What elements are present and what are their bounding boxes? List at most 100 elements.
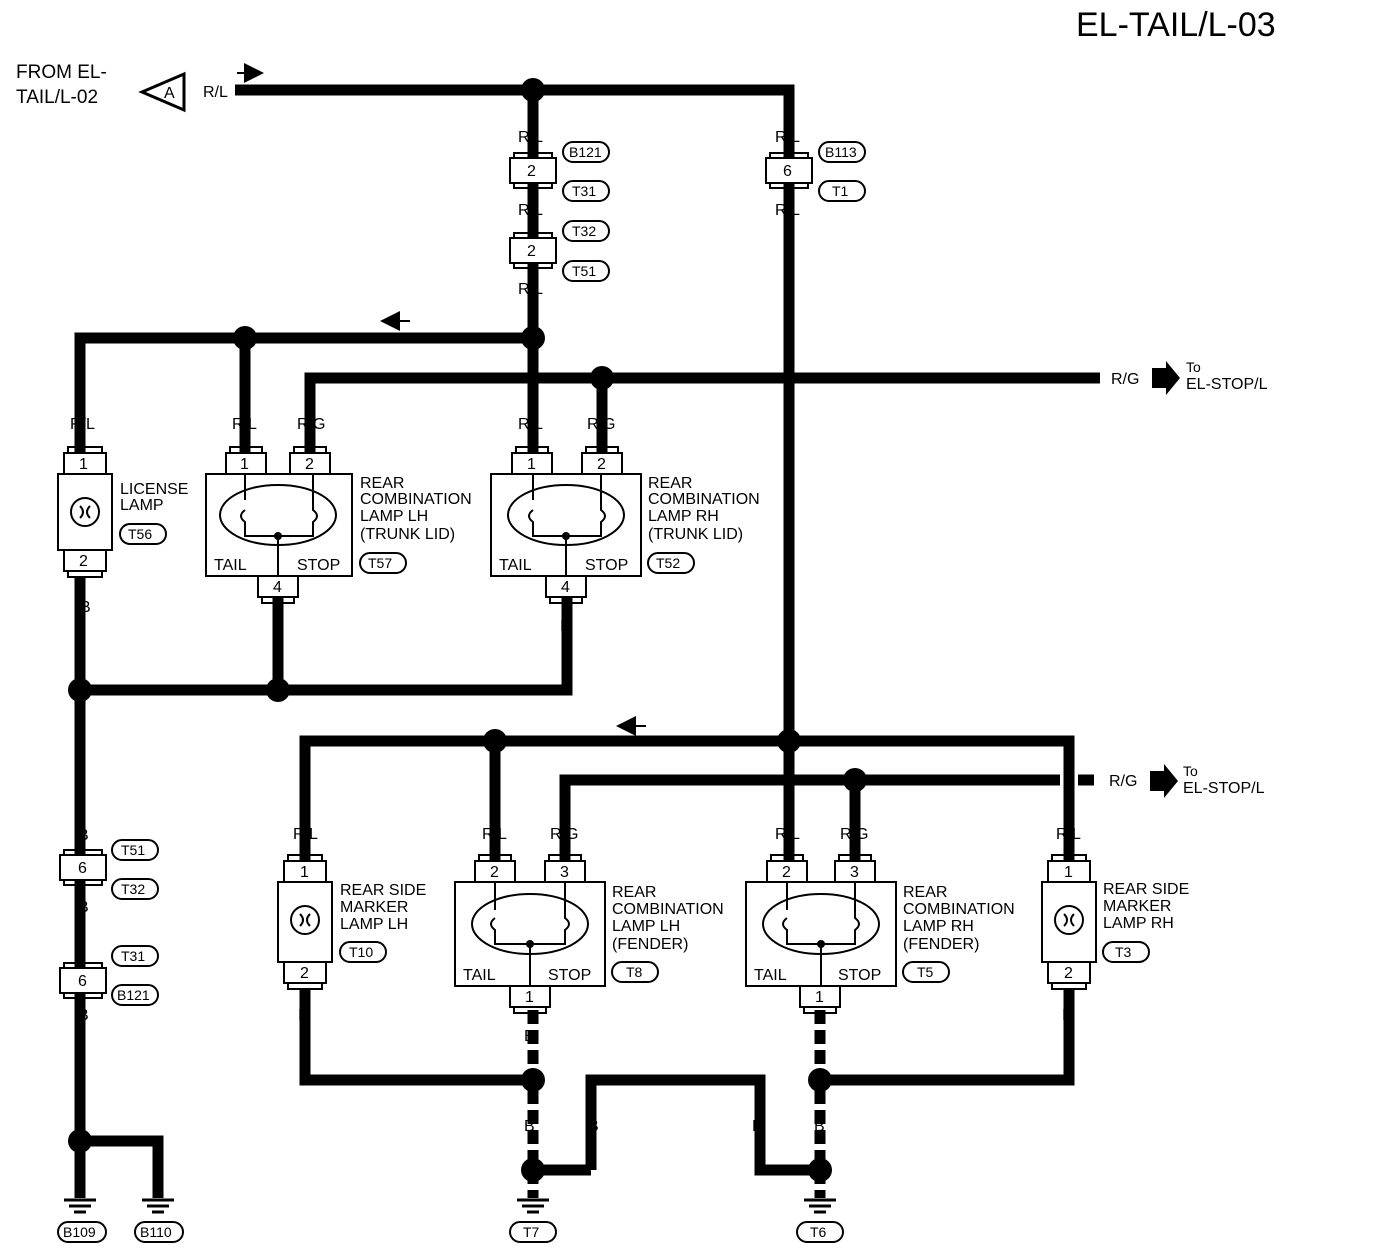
ground-tag-b109: B109 bbox=[57, 1221, 107, 1243]
connector-t51-t32: 6 bbox=[59, 849, 107, 886]
component-label: LAMP bbox=[120, 497, 164, 514]
wire-label: R/L bbox=[518, 416, 543, 433]
ground-icon bbox=[64, 1198, 96, 1214]
rsm-lamp-lh: 1 2 bbox=[277, 854, 333, 990]
pin-number: 2 bbox=[1064, 965, 1073, 982]
connector-t31-b121: 6 bbox=[59, 962, 107, 999]
connector-code: T57 bbox=[368, 555, 392, 571]
wire-label: R/G bbox=[587, 416, 615, 433]
component-label: LICENSE bbox=[120, 481, 188, 498]
bulb-icon bbox=[1054, 905, 1084, 935]
wire-label: R/L bbox=[518, 281, 543, 298]
connector-tag-t3: T3 bbox=[1102, 941, 1150, 963]
connector-code: T52 bbox=[656, 555, 680, 571]
wire-label: B bbox=[524, 1118, 535, 1135]
ground-icon bbox=[517, 1198, 549, 1214]
connector-code: T51 bbox=[572, 263, 596, 279]
ground-tag-t7: T7 bbox=[509, 1221, 557, 1243]
from-label-line2: TAIL/L-02 bbox=[16, 87, 98, 108]
to-arrow-icon bbox=[1152, 361, 1180, 395]
tail-label: TAIL bbox=[214, 557, 247, 574]
wire-label: R/L bbox=[232, 416, 257, 433]
ground-tag-b110: B110 bbox=[134, 1221, 184, 1243]
component-label: MARKER bbox=[1103, 898, 1171, 915]
pin-number: 1 bbox=[79, 456, 88, 473]
connector-tag-t57: T57 bbox=[359, 552, 407, 574]
bulb-icon bbox=[290, 905, 320, 935]
component-label: REAR bbox=[612, 884, 656, 901]
wire-label: B bbox=[560, 618, 571, 635]
wire-label: B bbox=[752, 1118, 763, 1135]
component-label: (TRUNK LID) bbox=[648, 526, 743, 543]
rsm-lamp-rh: 1 2 bbox=[1041, 854, 1097, 990]
rcl-rh-trunk: 1 2 4 TAIL STOP bbox=[490, 446, 642, 604]
connector-code: T7 bbox=[523, 1224, 540, 1240]
to-label-line2: EL-STOP/L bbox=[1186, 376, 1268, 393]
tail-label: TAIL bbox=[754, 967, 787, 984]
wire-label: R/L bbox=[775, 202, 800, 219]
pin-number: 1 bbox=[527, 456, 536, 473]
wire-label: R/G bbox=[840, 826, 868, 843]
from-label-line1: FROM EL- bbox=[16, 62, 107, 83]
component-label: LAMP LH bbox=[340, 916, 408, 933]
connector-tag-b113: B113 bbox=[818, 141, 866, 163]
component-label: MARKER bbox=[340, 899, 408, 916]
wire-label: R/L bbox=[482, 826, 507, 843]
connector-code: B109 bbox=[63, 1224, 96, 1240]
connector-tag-t56: T56 bbox=[119, 523, 167, 545]
component-label: LAMP RH bbox=[648, 508, 719, 525]
wire-label: R/L bbox=[775, 826, 800, 843]
connector-tag-b121: B121 bbox=[562, 141, 610, 163]
component-label: (FENDER) bbox=[903, 936, 979, 953]
wire-label: B bbox=[78, 1007, 89, 1024]
stop-label: STOP bbox=[297, 557, 340, 574]
pin-number: 1 bbox=[300, 864, 309, 881]
pin-number: 2 bbox=[79, 553, 88, 570]
wire-label: B bbox=[78, 899, 89, 916]
ground-icon bbox=[804, 1198, 836, 1214]
page-title: EL-TAIL/L-03 bbox=[1076, 6, 1276, 44]
connector-code: T31 bbox=[121, 948, 145, 964]
wire-label: B bbox=[78, 827, 89, 844]
dashed-wires bbox=[527, 1010, 826, 1198]
connector-a-marker: A bbox=[138, 71, 186, 113]
stop-label: STOP bbox=[585, 557, 628, 574]
wire-label: B bbox=[588, 1118, 599, 1135]
pin-number: 2 bbox=[597, 456, 606, 473]
pin-number: 1 bbox=[815, 989, 824, 1006]
wire-label: R/L bbox=[293, 826, 318, 843]
component-label: REAR SIDE bbox=[340, 882, 426, 899]
component-label: LAMP RH bbox=[903, 918, 974, 935]
wire-label: B bbox=[272, 618, 283, 635]
wire-label: R/L bbox=[518, 202, 543, 219]
pin-number: 1 bbox=[1064, 864, 1073, 881]
rcl-lh-trunk: 1 2 4 TAIL STOP bbox=[205, 446, 353, 604]
connector-code: T32 bbox=[572, 223, 596, 239]
ground-tag-t6: T6 bbox=[796, 1221, 844, 1243]
component-label: REAR bbox=[648, 475, 692, 492]
connector-tag-t31b: T31 bbox=[111, 945, 159, 967]
connector-code: T8 bbox=[626, 964, 643, 980]
component-label: REAR bbox=[903, 884, 947, 901]
connector-tag-t32b: T32 bbox=[111, 878, 159, 900]
connector-tag-t31: T31 bbox=[562, 180, 610, 202]
pin-number: 6 bbox=[783, 163, 792, 180]
to-label-line1: To bbox=[1183, 763, 1198, 779]
pin-number: 1 bbox=[525, 989, 534, 1006]
component-label: LAMP LH bbox=[612, 918, 680, 935]
component-label: (FENDER) bbox=[612, 936, 688, 953]
connector-code: T56 bbox=[128, 526, 152, 542]
wire-label: R/L bbox=[70, 416, 95, 433]
wire-label: B bbox=[1062, 1007, 1073, 1024]
rcl-lh-fender: 2 3 1 TAIL STOP bbox=[454, 854, 606, 1014]
connector-tag-t51: T51 bbox=[562, 260, 610, 282]
connector-code: B113 bbox=[825, 144, 857, 160]
pin-number: 2 bbox=[490, 864, 499, 881]
stop-label: STOP bbox=[548, 967, 591, 984]
wire-label: R/G bbox=[550, 826, 578, 843]
connector-a-label: A bbox=[164, 85, 175, 102]
component-label: REAR bbox=[360, 475, 404, 492]
stop-label: STOP bbox=[838, 967, 881, 984]
component-label: COMBINATION bbox=[903, 901, 1015, 918]
